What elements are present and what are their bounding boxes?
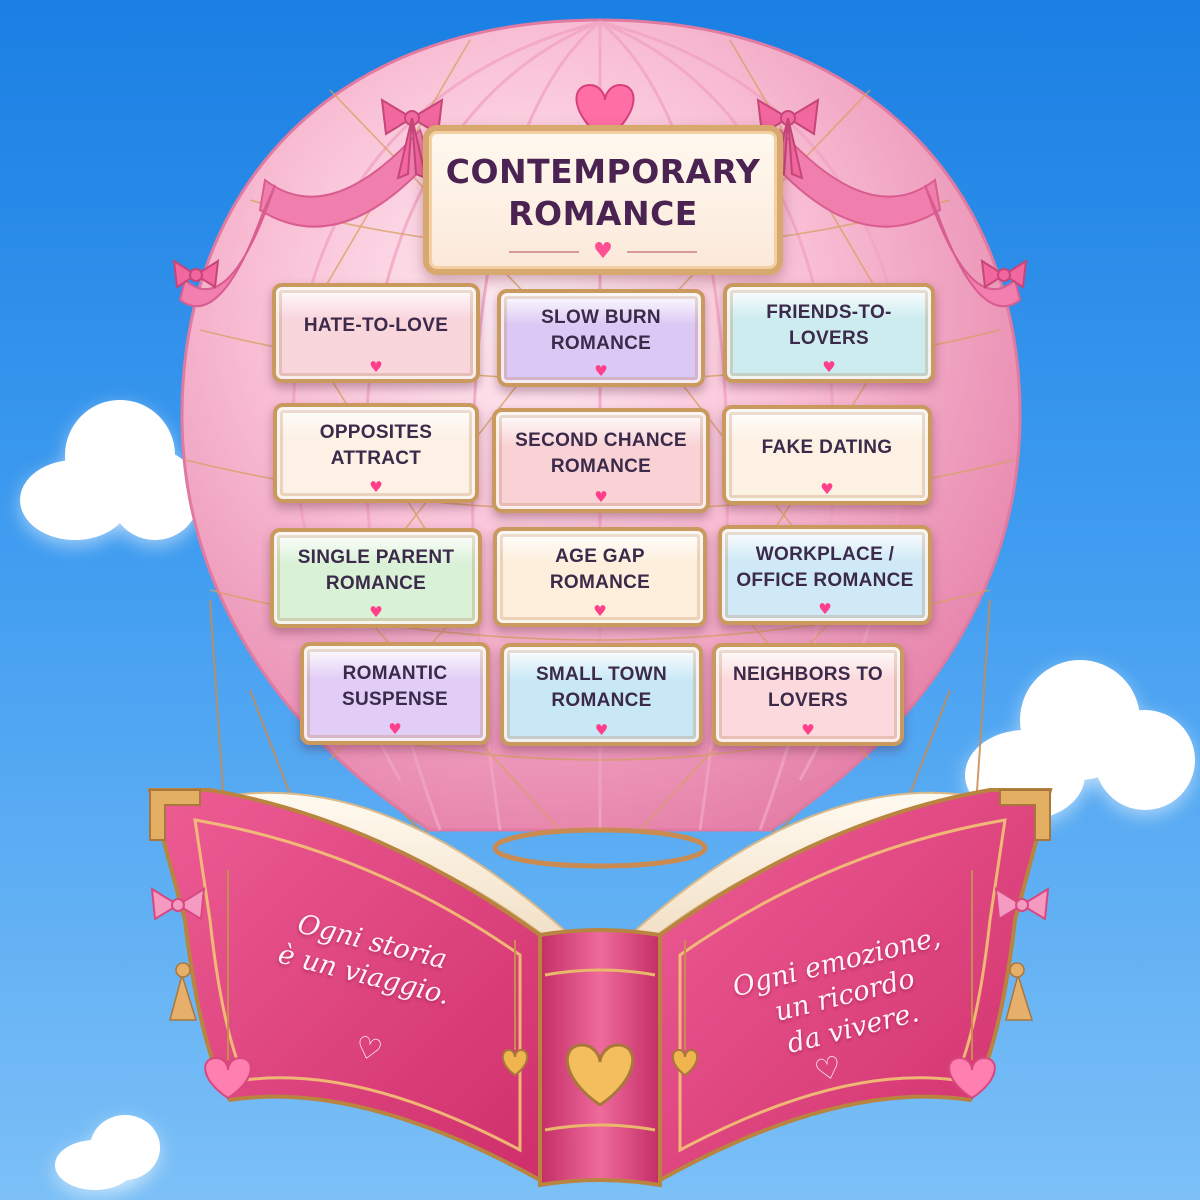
trope-label: HATE-TO-LOVE [303, 315, 449, 336]
trope-label: FAKE DATING [761, 437, 893, 458]
trope-label: WORKPLACE / OFFICE ROMANCE [736, 544, 914, 591]
tassel-icon [169, 962, 1034, 1021]
heart-icon: ♥ [822, 358, 836, 376]
trope-tag-single-parent[interactable]: SINGLE PARENT ROMANCE ♥ [270, 528, 482, 628]
trope-tag-hate-to-love[interactable]: HATE-TO-LOVE ♥ [272, 283, 480, 383]
heart-icon: ♥ [369, 603, 383, 621]
heart-icon: ♥ [801, 721, 815, 739]
cloud-bottom-icon [55, 1110, 185, 1190]
heart-icon: ♥ [388, 720, 402, 738]
heart-icon: ♥ [594, 488, 608, 506]
title-plaque: CONTEMPORARY ROMANCE ♥ [423, 125, 783, 275]
trope-label: AGE GAP ROMANCE [549, 546, 651, 593]
trope-label: SECOND CHANCE ROMANCE [515, 429, 687, 477]
trope-label: ROMANTIC SUSPENSE [342, 662, 448, 710]
trope-tag-workplace-office[interactable]: WORKPLACE / OFFICE ROMANCE ♥ [718, 525, 932, 625]
trope-label: SLOW BURN ROMANCE [541, 307, 661, 354]
trope-tag-small-town[interactable]: SMALL TOWN ROMANCE ♥ [500, 643, 703, 746]
heart-icon: ♥ [593, 239, 613, 264]
trope-label: SMALL TOWN ROMANCE [535, 663, 668, 711]
trope-tag-neighbors-to-lovers[interactable]: NEIGHBORS TO LOVERS ♥ [712, 643, 904, 746]
heart-icon: ♥ [594, 721, 609, 739]
trope-tag-slow-burn[interactable]: SLOW BURN ROMANCE ♥ [497, 289, 705, 387]
basket-ring [492, 827, 708, 869]
trope-label: FRIENDS-TO- LOVERS [766, 302, 892, 349]
heart-icon: ♥ [820, 480, 834, 498]
trope-tag-friends-to-lovers[interactable]: FRIENDS-TO- LOVERS ♥ [723, 283, 935, 383]
heart-icon: ♥ [594, 362, 608, 380]
trope-tag-fake-dating[interactable]: FAKE DATING ♥ [722, 405, 932, 505]
cloud-left-icon [10, 380, 200, 560]
trope-label: SINGLE PARENT ROMANCE [297, 547, 455, 594]
book-cover-right [658, 788, 1053, 1184]
trope-tag-opposites-attract[interactable]: OPPOSITES ATTRACT ♥ [273, 403, 479, 503]
page-title: CONTEMPORARY ROMANCE [445, 152, 761, 233]
charm-heart-left-icon [501, 1048, 529, 1077]
heart-icon: ♥ [369, 358, 383, 376]
trope-label: NEIGHBORS TO LOVERS [733, 663, 883, 711]
heart-icon: ♥ [369, 478, 383, 496]
trope-tag-romantic-suspense[interactable]: ROMANTIC SUSPENSE ♥ [300, 642, 490, 745]
side-bow-icon [150, 887, 1050, 921]
heart-icon: ♥ [818, 600, 832, 618]
spine-heart-icon [565, 1043, 635, 1107]
charm-heart-right-icon [671, 1048, 699, 1077]
cloud-right-icon [965, 650, 1195, 830]
book-cover-left [147, 788, 542, 1184]
trope-tag-age-gap[interactable]: AGE GAP ROMANCE ♥ [493, 527, 707, 627]
trope-tag-second-chance[interactable]: SECOND CHANCE ROMANCE ♥ [492, 408, 710, 513]
pink-heart-left-icon [204, 1056, 252, 1100]
heart-icon: ♥ [593, 602, 607, 620]
pink-heart-right-icon [948, 1056, 996, 1100]
trope-label: OPPOSITES ATTRACT [319, 422, 433, 469]
